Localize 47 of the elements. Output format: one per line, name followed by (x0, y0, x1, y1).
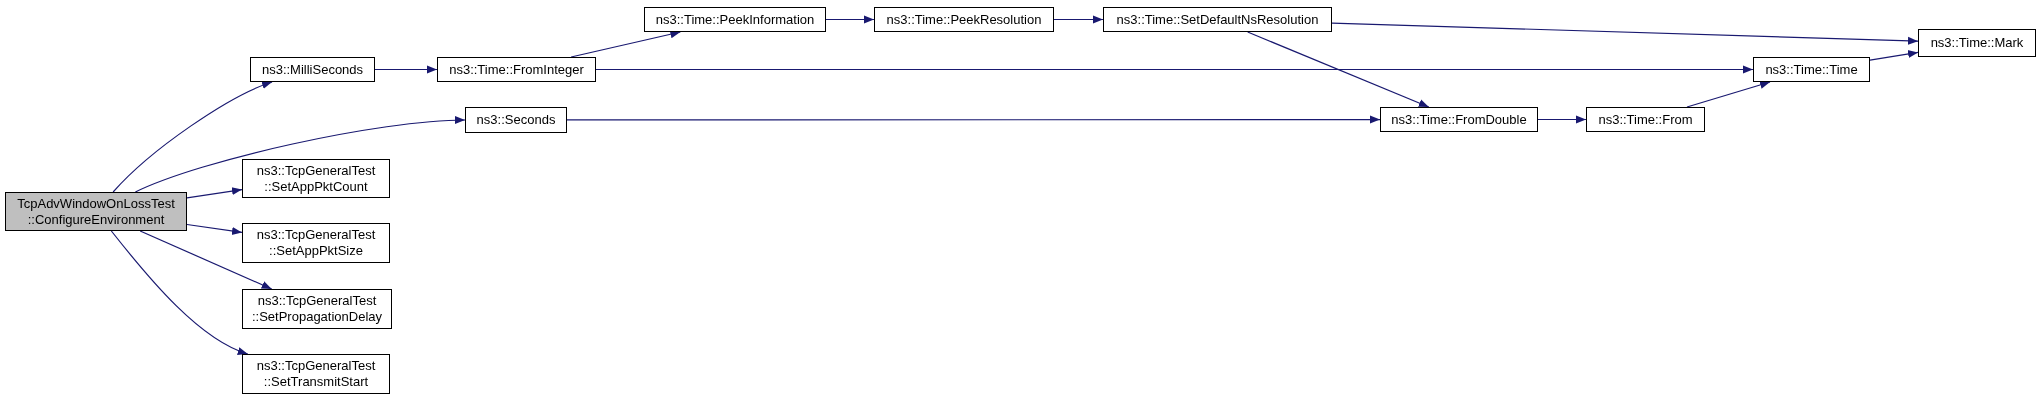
function-name: ns3::Seconds (476, 112, 556, 128)
arrow (139, 230, 273, 290)
function-box (242, 289, 392, 329)
function-box (644, 7, 826, 32)
function-box (5, 192, 187, 231)
function-box (874, 7, 1054, 32)
arrow (112, 81, 273, 193)
arrow (1869, 50, 1919, 61)
function-name: ns3::TcpGeneralTest ::SetTransmitStart (255, 358, 377, 390)
arrow (186, 187, 243, 199)
function-box (242, 223, 390, 263)
arrow (110, 230, 249, 355)
arrow (134, 116, 466, 193)
function-box (1380, 107, 1538, 132)
arrow (374, 65, 438, 74)
function-name: ns3::Time::Time (1765, 61, 1858, 78)
function-box (1753, 57, 1870, 82)
function-name: TcpAdvWindowOnLossTest ::ConfigureEnvironment (16, 195, 176, 228)
arrow (186, 223, 243, 235)
function-box (1586, 107, 1705, 132)
function-name: ns3::Time::FromInteger (449, 61, 584, 78)
function-name: ns3::Time::Mark (1930, 35, 2024, 51)
function-box (465, 107, 567, 133)
arrow (1053, 15, 1104, 24)
arrow (595, 65, 1754, 74)
function-name: ns3::Time::PeekResolution (886, 11, 1042, 28)
arrow (825, 15, 875, 24)
function-box (437, 57, 596, 82)
arrow (1537, 115, 1587, 124)
function-name: ns3::Time::From (1598, 111, 1693, 128)
function-box (242, 354, 390, 394)
arrow (570, 30, 681, 58)
function-name: ns3::MilliSeconds (261, 61, 364, 78)
function-name: ns3::TcpGeneralTest ::SetAppPktCount (255, 162, 377, 195)
function-name: ns3::Time::FromDouble (1391, 111, 1527, 128)
function-name: ns3::Time::PeekInformation (655, 11, 815, 28)
function-name: ns3::Time::SetDefaultNsResolution (1116, 11, 1319, 28)
function-name: ns3::TcpGeneralTest ::SetAppPktSize (255, 227, 377, 259)
function-name: ns3::TcpGeneralTest ::SetPropagationDelay (250, 293, 384, 325)
arrow (1331, 22, 1919, 45)
arrow (566, 115, 1381, 124)
arrow (1686, 81, 1771, 108)
function-box (250, 57, 375, 82)
function-box (242, 159, 390, 198)
function-box (1918, 29, 2036, 57)
arrow (1247, 31, 1430, 108)
function-box (1103, 7, 1332, 32)
